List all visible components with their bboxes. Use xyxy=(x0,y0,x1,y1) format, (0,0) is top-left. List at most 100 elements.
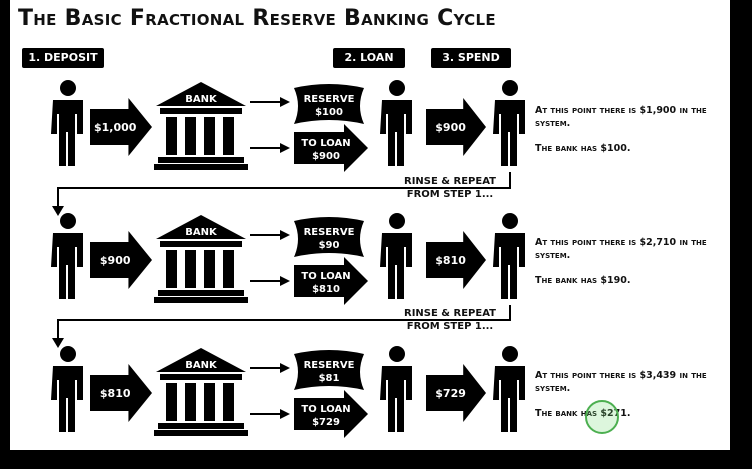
row2-reserve: RESERVE$90 xyxy=(294,217,364,257)
reserve-amount: $100 xyxy=(315,107,343,118)
connector-line xyxy=(57,305,511,340)
step-loan-label: 2. LOAN xyxy=(333,48,405,68)
loan-shape xyxy=(294,257,368,305)
arrow-label: $729 xyxy=(435,387,466,400)
bank-column xyxy=(223,250,234,288)
connector-head xyxy=(52,338,64,348)
bank-beam xyxy=(160,374,242,380)
arrow-head xyxy=(280,409,290,419)
person-body xyxy=(380,366,412,432)
from-step-label: FROM STEP 1... xyxy=(407,321,493,332)
cursor-highlight xyxy=(585,400,619,434)
arrow-head xyxy=(280,363,290,373)
person-body xyxy=(493,233,525,299)
bank-label: BANK xyxy=(185,360,218,371)
connector-line xyxy=(57,172,511,208)
arrow-head xyxy=(280,276,290,286)
row2-to-loan-arrow xyxy=(250,276,290,286)
person-body xyxy=(380,100,412,166)
row1-to-loan-arrow xyxy=(250,143,290,153)
bank-column xyxy=(223,117,234,155)
arrow-head xyxy=(280,230,290,240)
arrow-label: $810 xyxy=(100,387,131,400)
arrow-shape xyxy=(90,98,152,156)
reserve-amount: $81 xyxy=(319,373,340,384)
person-head xyxy=(60,80,76,96)
loan-shape xyxy=(294,390,368,438)
bank-base xyxy=(154,164,248,170)
row1-note-system: At this point there is $1,900 in the sys… xyxy=(535,105,707,129)
row2-note: At this point there is $2,710 in the sys… xyxy=(535,236,725,287)
row2-depositor xyxy=(51,213,83,299)
frame-edge xyxy=(730,0,752,450)
arrow-head xyxy=(280,97,290,107)
person-head xyxy=(502,80,518,96)
person-body xyxy=(493,100,525,166)
row2-spend-arrow: $810 xyxy=(426,231,486,289)
loan-label: TO LOAN xyxy=(301,138,350,149)
person-body xyxy=(380,233,412,299)
row3-reserve: RESERVE $81 xyxy=(294,350,364,390)
reserve-label: RESERVE xyxy=(304,360,355,371)
person-head xyxy=(502,213,518,229)
rinse-repeat-label: RINSE & REPEAT xyxy=(404,308,496,319)
person-body xyxy=(493,366,525,432)
from-step-label: FROM STEP 1... xyxy=(407,189,493,200)
row2-loan: TO LOAN$810 xyxy=(294,257,368,305)
bank-base xyxy=(158,290,244,296)
row1-recipient xyxy=(493,80,525,166)
row3-borrower xyxy=(380,346,412,432)
person-head xyxy=(389,80,405,96)
reserve-shape xyxy=(294,84,364,124)
row3-bank: BANK xyxy=(154,348,248,436)
arrow-label: $900 xyxy=(435,121,466,134)
row2-to-reserve-arrow xyxy=(250,230,290,240)
bank-column xyxy=(204,383,215,421)
row2-bank: BANK xyxy=(154,215,248,303)
person-body xyxy=(51,366,83,432)
connector-head xyxy=(52,206,64,216)
row3-note: At this point there is $3,439 in the sys… xyxy=(535,369,725,420)
loan-amount: $729 xyxy=(312,417,340,428)
arrow-shape xyxy=(90,364,152,422)
row3-note-bank: The bank has $271. xyxy=(535,408,631,419)
loan-amount: $810 xyxy=(312,284,340,295)
bank-column xyxy=(223,383,234,421)
arrow-label: $1,000 xyxy=(94,121,137,134)
row3-recipient xyxy=(493,346,525,432)
person-head xyxy=(60,213,76,229)
step-spend-label: 3. SPEND xyxy=(431,48,511,68)
bank-column xyxy=(185,250,196,288)
row1-borrower xyxy=(380,80,412,166)
bank-beam xyxy=(160,108,242,114)
row3-depositor xyxy=(51,346,83,432)
bank-roof xyxy=(156,215,246,239)
page-title: The Basic Fractional Reserve Banking Cyc… xyxy=(18,6,496,31)
bank-column xyxy=(204,117,215,155)
bank-roof xyxy=(156,348,246,372)
bank-label: BANK xyxy=(185,94,218,105)
step-deposit-label: 1. DEPOSIT xyxy=(22,48,104,68)
row2-recipient xyxy=(493,213,525,299)
bank-base xyxy=(154,297,248,303)
row3-to-reserve-arrow xyxy=(250,363,290,373)
reserve-shape xyxy=(294,350,364,390)
row3-note-system: At this point there is $3,439 in the sys… xyxy=(535,370,707,394)
rinse-repeat-label: RINSE & REPEAT xyxy=(404,176,496,187)
diagram-canvas: The Basic Fractional Reserve Banking Cyc… xyxy=(10,0,730,450)
row1-bank: BANK xyxy=(154,82,248,170)
row3-to-loan-arrow xyxy=(250,409,290,419)
bank-roof xyxy=(156,82,246,106)
person-body xyxy=(51,100,83,166)
bank-column xyxy=(185,383,196,421)
person-head xyxy=(502,346,518,362)
bank-column xyxy=(185,117,196,155)
row1-spend-arrow: $900 xyxy=(426,98,486,156)
loan-label: TO LOAN xyxy=(301,404,350,415)
reserve-amount: $90 xyxy=(319,240,340,251)
arrow-head xyxy=(280,143,290,153)
row1-depositor xyxy=(51,80,83,166)
person-head xyxy=(389,213,405,229)
row2-deposit-arrow: $900 xyxy=(90,231,152,289)
